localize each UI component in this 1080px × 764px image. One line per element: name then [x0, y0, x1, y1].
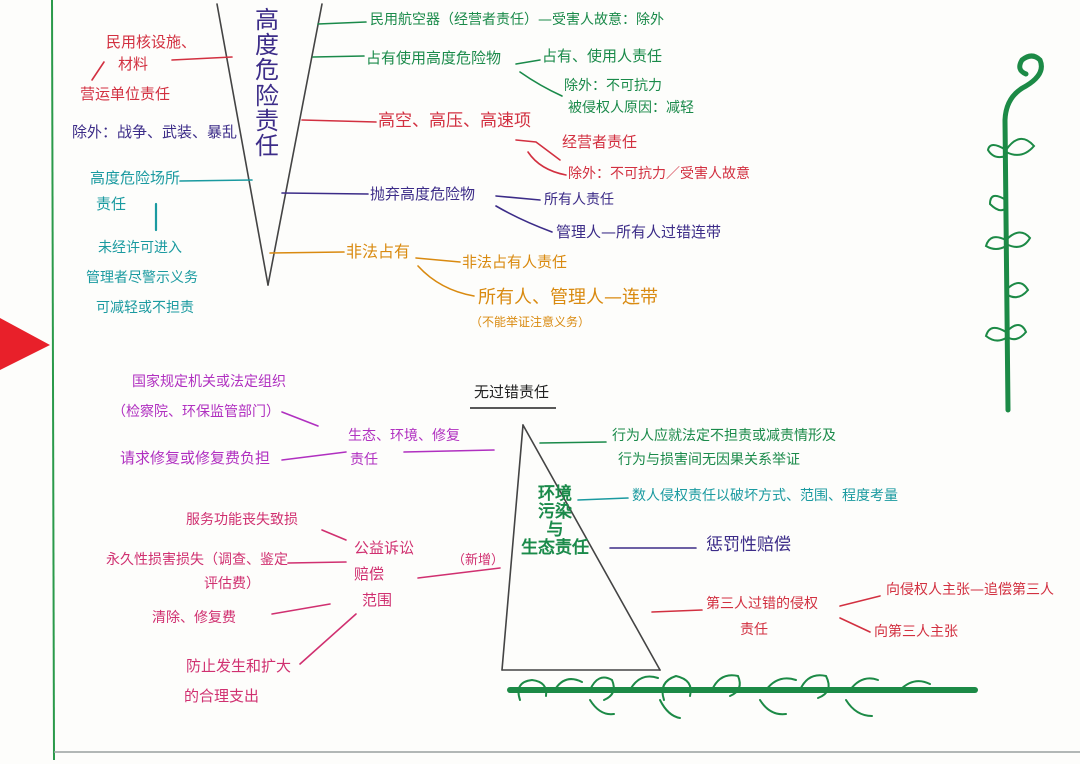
- public-interest-label-1: 公益诉讼: [354, 539, 415, 557]
- nuclear-label-2: 材料: [118, 55, 149, 73]
- eco-repair-label-1: 生态、环境、修复: [348, 428, 460, 444]
- red-arrow-icon: [0, 318, 50, 370]
- exception-force-1-label: 除外：不可抗力: [564, 78, 662, 94]
- exception-force-2-label: 被侵权人原因：减轻: [568, 100, 694, 116]
- procuratorate-label: （检察院、环保监管部门）: [112, 404, 280, 420]
- possess-use-label: 占有使用高度危险物: [366, 49, 502, 67]
- horizontal-vine-decoration: [507, 674, 978, 719]
- possess-use-liability-label: 占有、使用人责任: [542, 47, 663, 65]
- public-interest-label-3: 范围: [362, 591, 393, 609]
- environment-title: 环境 污染 与 生态责任: [521, 484, 589, 558]
- manager-joint-label: 管理人—所有人过错连带: [556, 223, 722, 241]
- multiple-infringer-label: 数人侵权责任以破坏方式、范围、程度考量: [632, 488, 898, 504]
- operator-liability-label: 经营者责任: [562, 133, 638, 151]
- eco-repair-label-2: 责任: [350, 452, 378, 468]
- owner-liability-label: 所有人责任: [544, 192, 614, 208]
- environment-triangle: [501, 424, 661, 671]
- owner-manager-joint-label: 所有人、管理人—连带: [478, 287, 658, 308]
- abandon-label: 抛弃高度危险物: [370, 185, 476, 203]
- nuclear-exception-label: 除外：战争、武装、暴乱: [72, 123, 238, 141]
- service-loss-label: 服务功能丧失致损: [186, 512, 298, 528]
- illegal-possession-label: 非法占有: [346, 242, 411, 261]
- transport-unit-label: 营运单位责任: [80, 85, 171, 103]
- no-fault-label: 无过错责任: [474, 383, 550, 401]
- high-risk-right-branches: [269, 21, 567, 297]
- environment-left-branches: [271, 411, 501, 665]
- high-risk-title: 高 度 危 险 责 任: [255, 6, 279, 160]
- unauthorized-label-3: 可减轻或不担责: [96, 300, 194, 316]
- high-risk-area-label-1: 高度危险场所: [90, 169, 181, 187]
- vertical-vine-decoration: [984, 53, 1044, 413]
- prevent-label-2: 的合理支出: [184, 687, 260, 705]
- owner-manager-note-label: （不能举证注意义务）: [470, 315, 591, 329]
- permanent-label-1: 永久性损害损失（调查、鉴定: [106, 552, 288, 568]
- unauthorized-label-2: 管理者尽警示义务: [86, 270, 198, 286]
- unauthorized-label-1: 未经许可进入: [98, 240, 182, 256]
- state-org-label: 国家规定机关或法定组织: [132, 374, 286, 390]
- public-interest-label-2: 赔偿: [354, 565, 385, 583]
- claim-third-label: 向第三人主张: [874, 624, 958, 640]
- burden-label-2: 行为与损害间无因果关系举证: [618, 452, 800, 468]
- high-risk-area-label-2: 责任: [96, 195, 127, 213]
- third-party-label-2: 责任: [740, 622, 768, 638]
- high-altitude-label: 高空、高压、高速项: [378, 111, 531, 131]
- environment-right-branches: [539, 441, 881, 633]
- civil-aircraft-label: 民用航空器（经营者责任）—受害人故意：除外: [370, 12, 664, 28]
- request-cost-label: 请求修复或修复费负担: [120, 449, 271, 467]
- nuclear-label-1: 民用核设施、: [106, 33, 197, 51]
- prevent-label-1: 防止发生和扩大: [186, 657, 292, 675]
- cleanup-label: 清除、修复费: [152, 610, 236, 626]
- high-risk-left-branches: [91, 56, 253, 232]
- punitive-label: 惩罚性赔偿: [706, 535, 791, 555]
- illegal-possessor-liability-label: 非法占有人责任: [462, 253, 568, 271]
- margin-line: [51, 0, 55, 761]
- high-risk-v-shape: [216, 3, 323, 286]
- third-party-label-1: 第三人过错的侵权: [706, 596, 818, 612]
- new-added-label: （新增）: [452, 553, 505, 568]
- burden-label-1: 行为人应就法定不担责或减责情形及: [612, 428, 836, 444]
- exception-force-3-label: 除外：不可抗力／受害人故意: [568, 166, 750, 182]
- permanent-label-2: 评估费）: [204, 576, 260, 592]
- claim-infringer-label: 向侵权人主张—追偿第三人: [886, 582, 1054, 598]
